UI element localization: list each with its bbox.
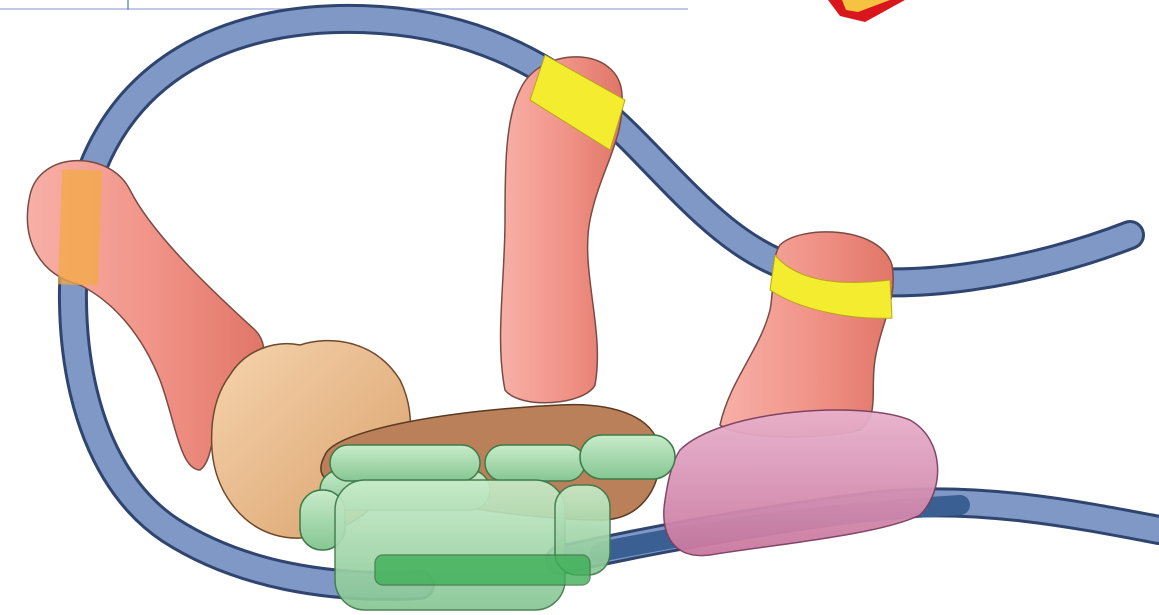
anticodon-band-left <box>58 169 102 285</box>
red-gold-badge-icon <box>828 0 905 22</box>
green-band <box>375 555 590 585</box>
pink-subunit <box>664 410 938 556</box>
trna-middle <box>501 55 625 403</box>
green-subunit <box>300 435 675 610</box>
